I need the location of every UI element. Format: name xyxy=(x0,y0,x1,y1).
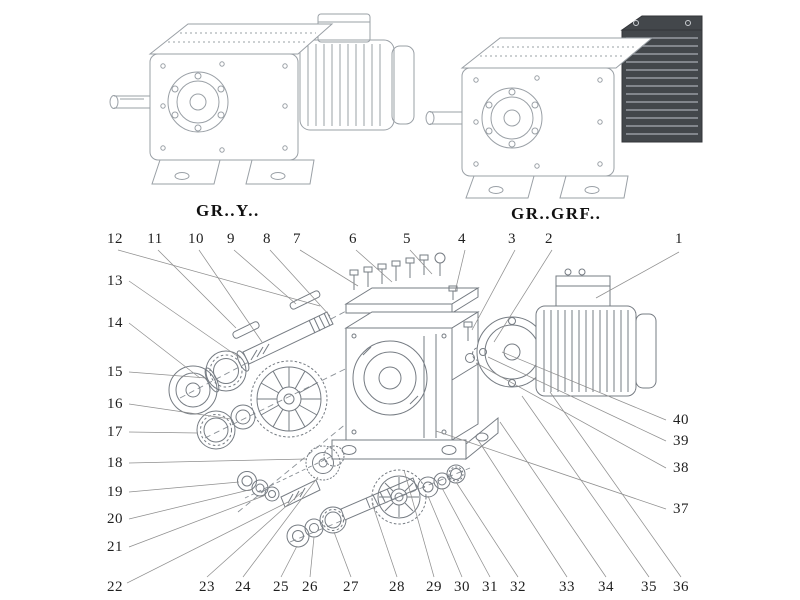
leader-lines xyxy=(117,249,682,584)
callout-32: 32 xyxy=(510,579,526,595)
callout-14: 14 xyxy=(107,315,123,331)
callout-5: 5 xyxy=(403,231,411,247)
callout-7: 7 xyxy=(293,231,301,247)
callout-27: 27 xyxy=(343,579,359,595)
callout-22: 22 xyxy=(107,579,123,595)
dark-cover-block xyxy=(620,15,703,143)
callout-20: 20 xyxy=(107,511,123,527)
model-label-right: GR..GRF.. xyxy=(511,204,602,223)
callout-38: 38 xyxy=(673,460,689,476)
electric-motor-drawing xyxy=(476,268,657,397)
assembled-unit-right-drawing xyxy=(425,15,703,199)
callout-15: 15 xyxy=(107,364,123,380)
callout-34: 34 xyxy=(598,579,614,595)
gear-housing xyxy=(331,311,499,461)
callout-30: 30 xyxy=(454,579,470,595)
callout-10: 10 xyxy=(188,231,204,247)
callout-36: 36 xyxy=(673,579,689,595)
callout-9: 9 xyxy=(227,231,235,247)
callout-23: 23 xyxy=(199,579,215,595)
callout-3: 3 xyxy=(508,231,516,247)
callout-11: 11 xyxy=(147,231,163,247)
cover-plate-and-bolts xyxy=(344,252,480,314)
model-label-left: GR..Y.. xyxy=(196,201,260,220)
intermediate-gear-parts xyxy=(196,360,328,450)
callout-12: 12 xyxy=(107,231,123,247)
callout-24: 24 xyxy=(235,579,251,595)
callout-2: 2 xyxy=(545,231,553,247)
callout-40: 40 xyxy=(673,412,689,428)
callout-26: 26 xyxy=(302,579,318,595)
callout-1: 1 xyxy=(675,231,683,247)
callout-17: 17 xyxy=(107,424,123,440)
assembled-unit-left-drawing xyxy=(109,13,415,185)
callout-6: 6 xyxy=(349,231,357,247)
callout-39: 39 xyxy=(673,433,689,449)
callout-4: 4 xyxy=(458,231,466,247)
callout-16: 16 xyxy=(107,396,123,412)
input-shaft-parts xyxy=(168,290,334,415)
output-shaft-parts xyxy=(286,464,466,548)
callout-31: 31 xyxy=(482,579,498,595)
exploded-view-drawing xyxy=(168,252,657,548)
callout-19: 19 xyxy=(107,484,123,500)
callout-8: 8 xyxy=(263,231,271,247)
callout-18: 18 xyxy=(107,455,123,471)
callout-33: 33 xyxy=(559,579,575,595)
callout-29: 29 xyxy=(426,579,442,595)
callout-37: 37 xyxy=(673,501,689,517)
callout-35: 35 xyxy=(641,579,657,595)
callout-21: 21 xyxy=(107,539,123,555)
callout-28: 28 xyxy=(389,579,405,595)
callout-25: 25 xyxy=(273,579,289,595)
callout-13: 13 xyxy=(107,273,123,289)
